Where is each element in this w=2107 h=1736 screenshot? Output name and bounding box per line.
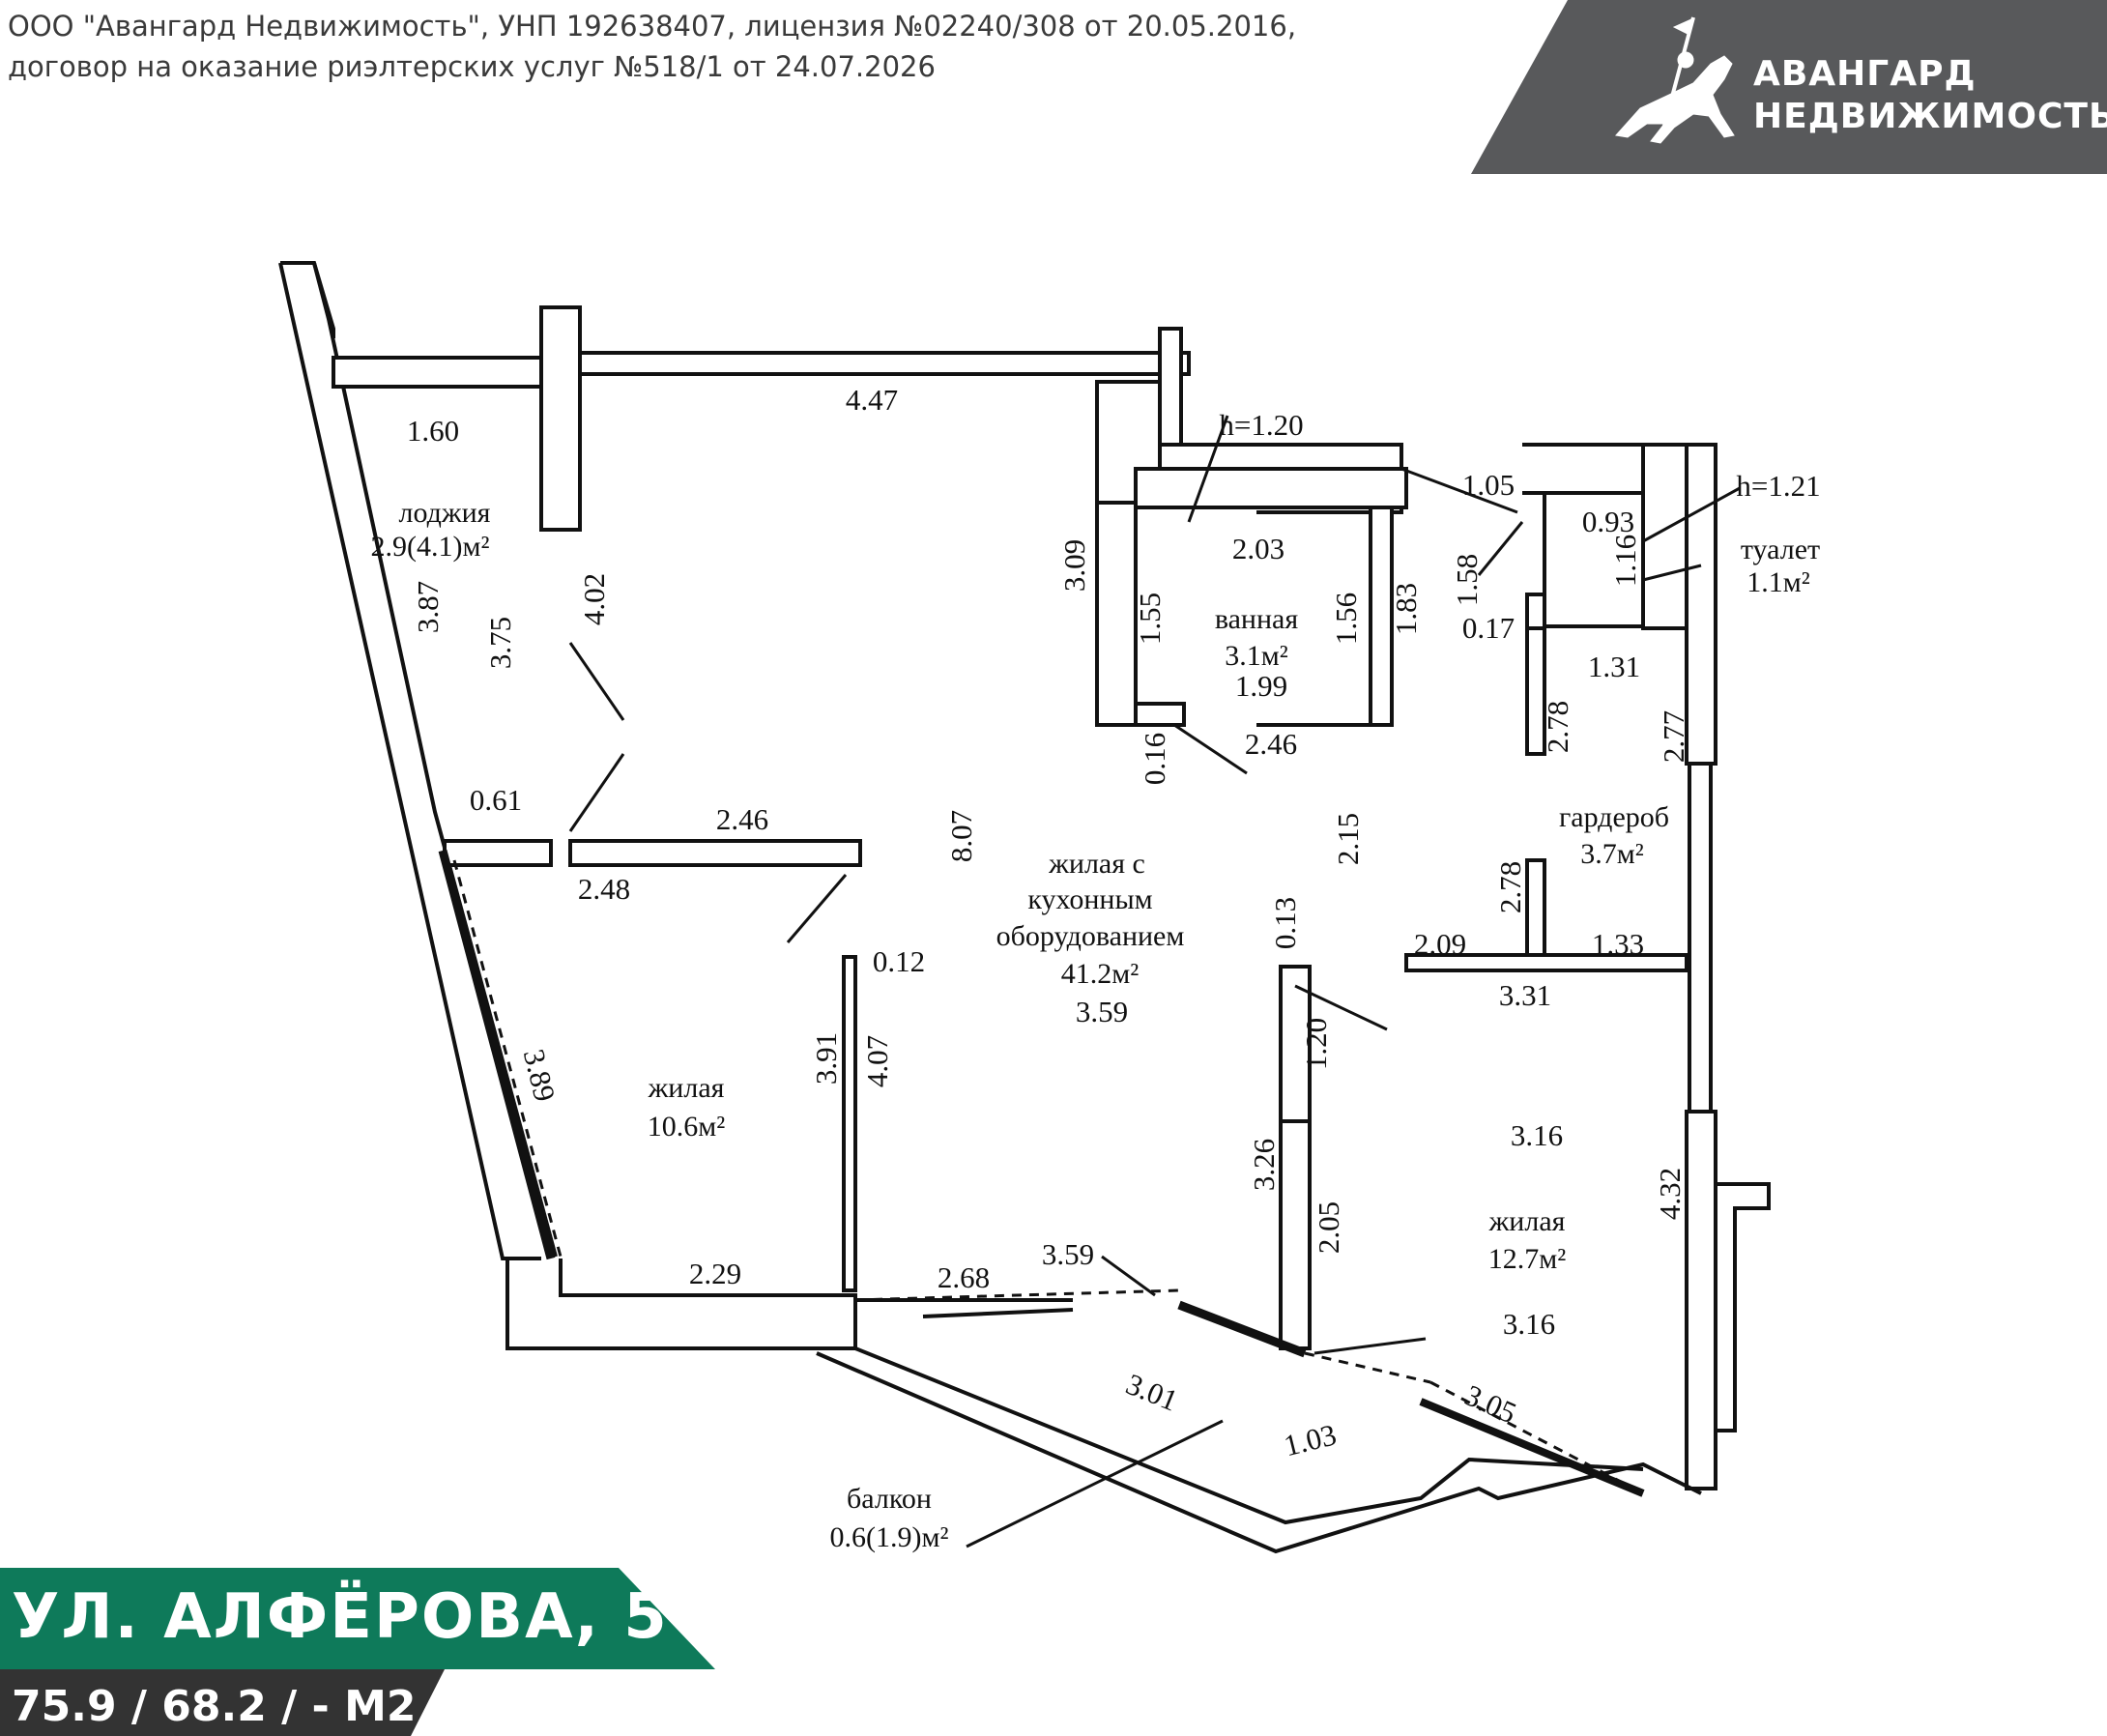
dim-3-26: 3.26 (1247, 1139, 1281, 1191)
room-balcony-area: 0.6(1.9)м² (830, 1521, 949, 1553)
room-balcony-name: балкон (847, 1483, 932, 1515)
room-kitchen-name2: кухонным (1027, 883, 1152, 915)
dim-4-47: 4.47 (846, 383, 898, 417)
dim-1-03: 1.03 (1281, 1417, 1340, 1462)
dim-2-78-a: 2.78 (1541, 701, 1574, 753)
dim-0-61: 0.61 (470, 783, 522, 817)
dim-2-77: 2.77 (1657, 710, 1690, 763)
dim-2-03: 2.03 (1232, 532, 1284, 565)
room-loggia-area: 2.9(4.1)м² (371, 531, 490, 563)
logo-banner: АВАНГАРД НЕДВИЖИМОСТЬ (1471, 0, 2107, 174)
room-bedroom-right-name: жилая (1488, 1205, 1566, 1237)
dim-2-48: 2.48 (578, 872, 630, 906)
dim-1-33: 1.33 (1592, 927, 1644, 961)
dim-0-13: 0.13 (1268, 897, 1302, 949)
dim-0-17: 0.17 (1462, 611, 1515, 645)
dim-3-75: 3.75 (483, 617, 517, 669)
legal-line-1: ООО "Авангард Недвижимость", УНП 1926384… (8, 10, 1297, 43)
plan-door-arcs (568, 415, 1741, 1548)
dim-2-46-b: 2.46 (716, 802, 768, 836)
room-kitchen-area: 41.2м² (1061, 958, 1139, 990)
plan-walls (278, 261, 1771, 1554)
dim-1-83: 1.83 (1389, 583, 1423, 635)
dim-1-05: 1.05 (1462, 468, 1515, 502)
dim-3-31: 3.31 (1499, 978, 1551, 1012)
dim-2-15: 2.15 (1331, 813, 1365, 865)
dim-4-02: 4.02 (577, 573, 611, 625)
room-bathroom-dim: 1.99 (1235, 669, 1287, 703)
plan-dashed-lines (452, 859, 1644, 1495)
dim-2-29: 2.29 (689, 1257, 741, 1290)
room-loggia-name: лоджия (399, 497, 491, 529)
address-title: УЛ. АЛФЁРОВА, 5 (12, 1581, 669, 1653)
dim-1-60: 1.60 (407, 414, 459, 448)
room-bedroom-left-name: жилая (648, 1072, 725, 1104)
dim-2-46-a: 2.46 (1245, 727, 1297, 761)
room-kitchen-name3: оборудованием (996, 920, 1185, 952)
room-toilet-area: 1.1м² (1746, 566, 1809, 598)
dim-2-78-b: 2.78 (1493, 861, 1527, 913)
room-toilet-name: туалет (1741, 534, 1820, 565)
dim-0-16: 0.16 (1138, 733, 1171, 785)
logo-banner-shape (1471, 0, 2107, 174)
room-kitchen-name1: жилая с (1048, 848, 1145, 880)
dim-4-32: 4.32 (1653, 1168, 1687, 1220)
dim-3-16-b: 3.16 (1503, 1307, 1555, 1341)
dim-1-55: 1.55 (1133, 593, 1167, 645)
dim-h-1-20: h=1.20 (1219, 408, 1303, 442)
area-summary: 75.9 / 68.2 / - М2 (12, 1682, 417, 1731)
room-bedroom-left-area: 10.6м² (648, 1111, 725, 1143)
dim-1-20: 1.20 (1299, 1018, 1333, 1070)
dim-3-87: 3.87 (411, 581, 445, 633)
dim-1-16: 1.16 (1608, 535, 1642, 587)
logo-text-line2: НЕДВИЖИМОСТЬ (1753, 97, 2107, 136)
room-bathroom-name: ванная (1215, 603, 1299, 635)
dim-4-07: 4.07 (860, 1035, 894, 1087)
room-kitchen-dim: 3.59 (1076, 995, 1128, 1028)
dim-3-59: 3.59 (1042, 1237, 1094, 1271)
dim-2-05: 2.05 (1312, 1201, 1345, 1254)
address-badge (0, 1568, 715, 1736)
dim-0-93: 0.93 (1582, 505, 1634, 538)
dim-3-16-a: 3.16 (1511, 1118, 1563, 1152)
dim-8-07: 8.07 (944, 810, 978, 862)
room-bathroom-area: 3.1м² (1225, 640, 1287, 672)
dim-3-89: 3.89 (517, 1046, 563, 1105)
legal-line-2: договор на оказание риэлтерских услуг №5… (8, 50, 936, 83)
dim-3-91: 3.91 (809, 1032, 843, 1085)
dim-2-09: 2.09 (1414, 927, 1466, 961)
legal-header: ООО "Авангард Недвижимость", УНП 1926384… (8, 6, 1296, 87)
dim-h-1-21: h=1.21 (1736, 469, 1820, 503)
dim-0-12: 0.12 (873, 944, 925, 978)
dim-1-58: 1.58 (1450, 554, 1484, 606)
logo-text-line1: АВАНГАРД (1753, 54, 1977, 94)
dim-2-68: 2.68 (938, 1260, 990, 1294)
knight-icon (1615, 16, 1735, 144)
dim-1-56: 1.56 (1329, 593, 1363, 645)
room-bedroom-right-area: 12.7м² (1488, 1243, 1566, 1275)
dim-3-09: 3.09 (1057, 539, 1091, 592)
dim-3-01: 3.01 (1121, 1367, 1182, 1418)
room-wardrobe-name: гардероб (1559, 801, 1669, 833)
dim-1-31: 1.31 (1588, 650, 1640, 683)
room-wardrobe-area: 3.7м² (1580, 838, 1643, 870)
